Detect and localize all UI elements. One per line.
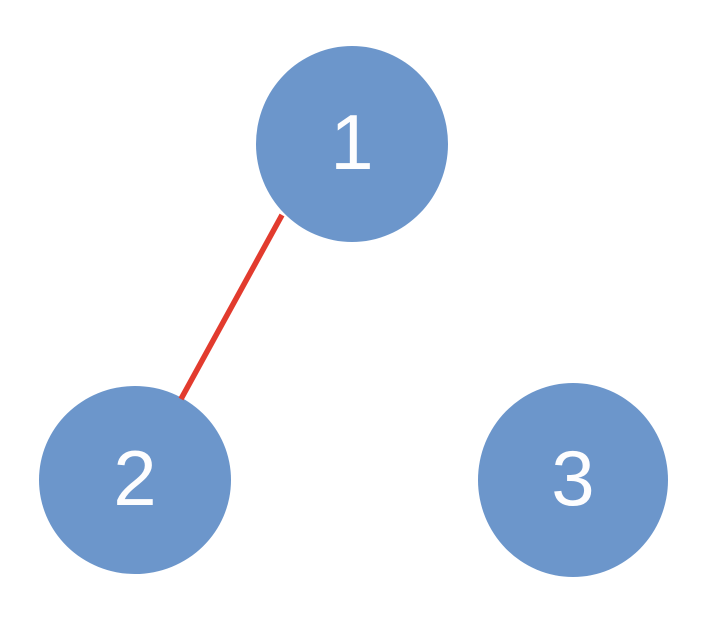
graph-node-1[interactable]: 1 xyxy=(256,46,448,242)
graph-node-label: 3 xyxy=(551,434,595,522)
graph-node-3[interactable]: 3 xyxy=(478,383,668,577)
graph-edge-1-2[interactable] xyxy=(178,213,285,401)
graph-node-2[interactable]: 2 xyxy=(39,386,231,574)
graph-node-label: 1 xyxy=(330,98,374,186)
graph-node-label: 2 xyxy=(113,434,157,522)
